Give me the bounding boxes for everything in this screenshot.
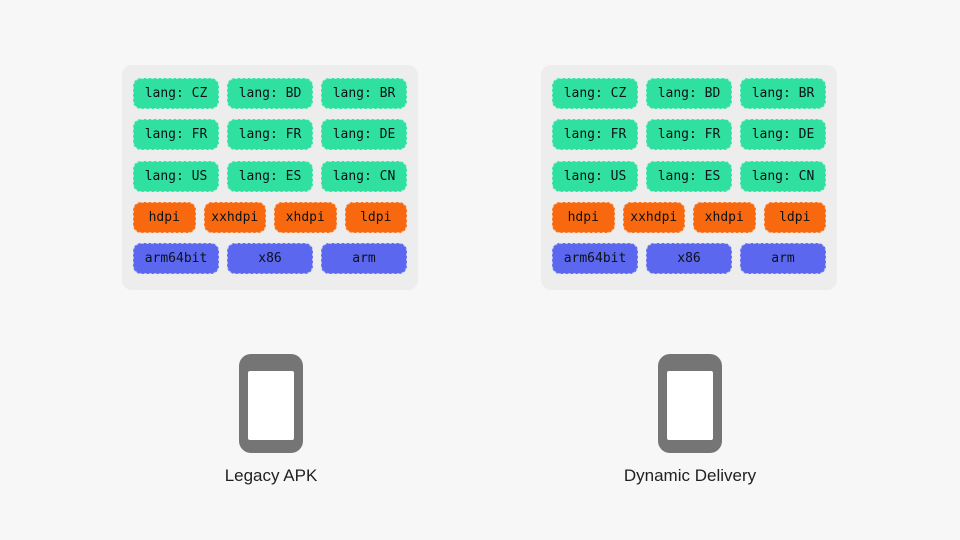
- lang-chip: lang: CZ: [552, 78, 638, 109]
- dynamic-delivery-label: Dynamic Delivery: [623, 466, 757, 485]
- lang-chip: lang: US: [552, 160, 638, 192]
- lang-chip-row: lang: FR lang: FR lang: DE: [133, 119, 407, 151]
- abi-chip: arm64bit: [552, 243, 638, 274]
- density-chip-row: hdpi xxhdpi xhdpi ldpi: [133, 201, 407, 233]
- abi-chip: arm64bit: [133, 243, 219, 274]
- lang-chip-row: lang: US lang: ES lang: CN: [133, 160, 407, 192]
- lang-chip: lang: DE: [740, 119, 826, 151]
- legacy-apk-panel: lang: CZ lang: BD lang: BR lang: FR lang…: [122, 65, 418, 290]
- lang-chip: lang: BR: [321, 78, 407, 109]
- phone-screen: [667, 371, 713, 440]
- abi-chip-row: arm64bit x86 arm: [552, 243, 826, 274]
- abi-chip: x86: [646, 243, 732, 274]
- lang-chip-row: lang: CZ lang: BD lang: BR: [552, 78, 826, 109]
- density-chip: xxhdpi: [622, 201, 685, 233]
- lang-chip: lang: CN: [321, 160, 407, 192]
- density-chip: hdpi: [133, 201, 196, 233]
- density-chip: xhdpi: [693, 201, 756, 233]
- phone-screen: [248, 371, 294, 440]
- density-chip-row: hdpi xxhdpi xhdpi ldpi: [552, 201, 826, 233]
- lang-chip: lang: BD: [227, 78, 313, 109]
- lang-chip-row: lang: CZ lang: BD lang: BR: [133, 78, 407, 109]
- lang-chip-row: lang: US lang: ES lang: CN: [552, 160, 826, 192]
- lang-chip: lang: CZ: [133, 78, 219, 109]
- lang-chip: lang: CN: [740, 160, 826, 192]
- lang-chip: lang: BD: [646, 78, 732, 109]
- abi-chip-row: arm64bit x86 arm: [133, 243, 407, 274]
- density-chip: ldpi: [344, 201, 407, 233]
- lang-chip: lang: FR: [133, 119, 219, 151]
- density-chip: ldpi: [763, 201, 826, 233]
- density-chip: xxhdpi: [203, 201, 266, 233]
- lang-chip: lang: DE: [321, 119, 407, 151]
- lang-chip: lang: FR: [646, 119, 732, 151]
- phone-icon: [658, 354, 722, 453]
- lang-chip: lang: ES: [227, 160, 313, 192]
- lang-chip: lang: FR: [227, 119, 313, 151]
- lang-chip: lang: ES: [646, 160, 732, 192]
- lang-chip-row: lang: FR lang: FR lang: DE: [552, 119, 826, 151]
- lang-chip: lang: FR: [552, 119, 638, 151]
- density-chip: xhdpi: [274, 201, 337, 233]
- legacy-apk-label: Legacy APK: [224, 466, 318, 485]
- abi-chip: x86: [227, 243, 313, 274]
- abi-chip: arm: [321, 243, 407, 274]
- abi-chip: arm: [740, 243, 826, 274]
- lang-chip: lang: BR: [740, 78, 826, 109]
- density-chip: hdpi: [552, 201, 615, 233]
- lang-chip: lang: US: [133, 160, 219, 192]
- dynamic-delivery-panel: lang: CZ lang: BD lang: BR lang: FR lang…: [541, 65, 837, 290]
- phone-icon: [239, 354, 303, 453]
